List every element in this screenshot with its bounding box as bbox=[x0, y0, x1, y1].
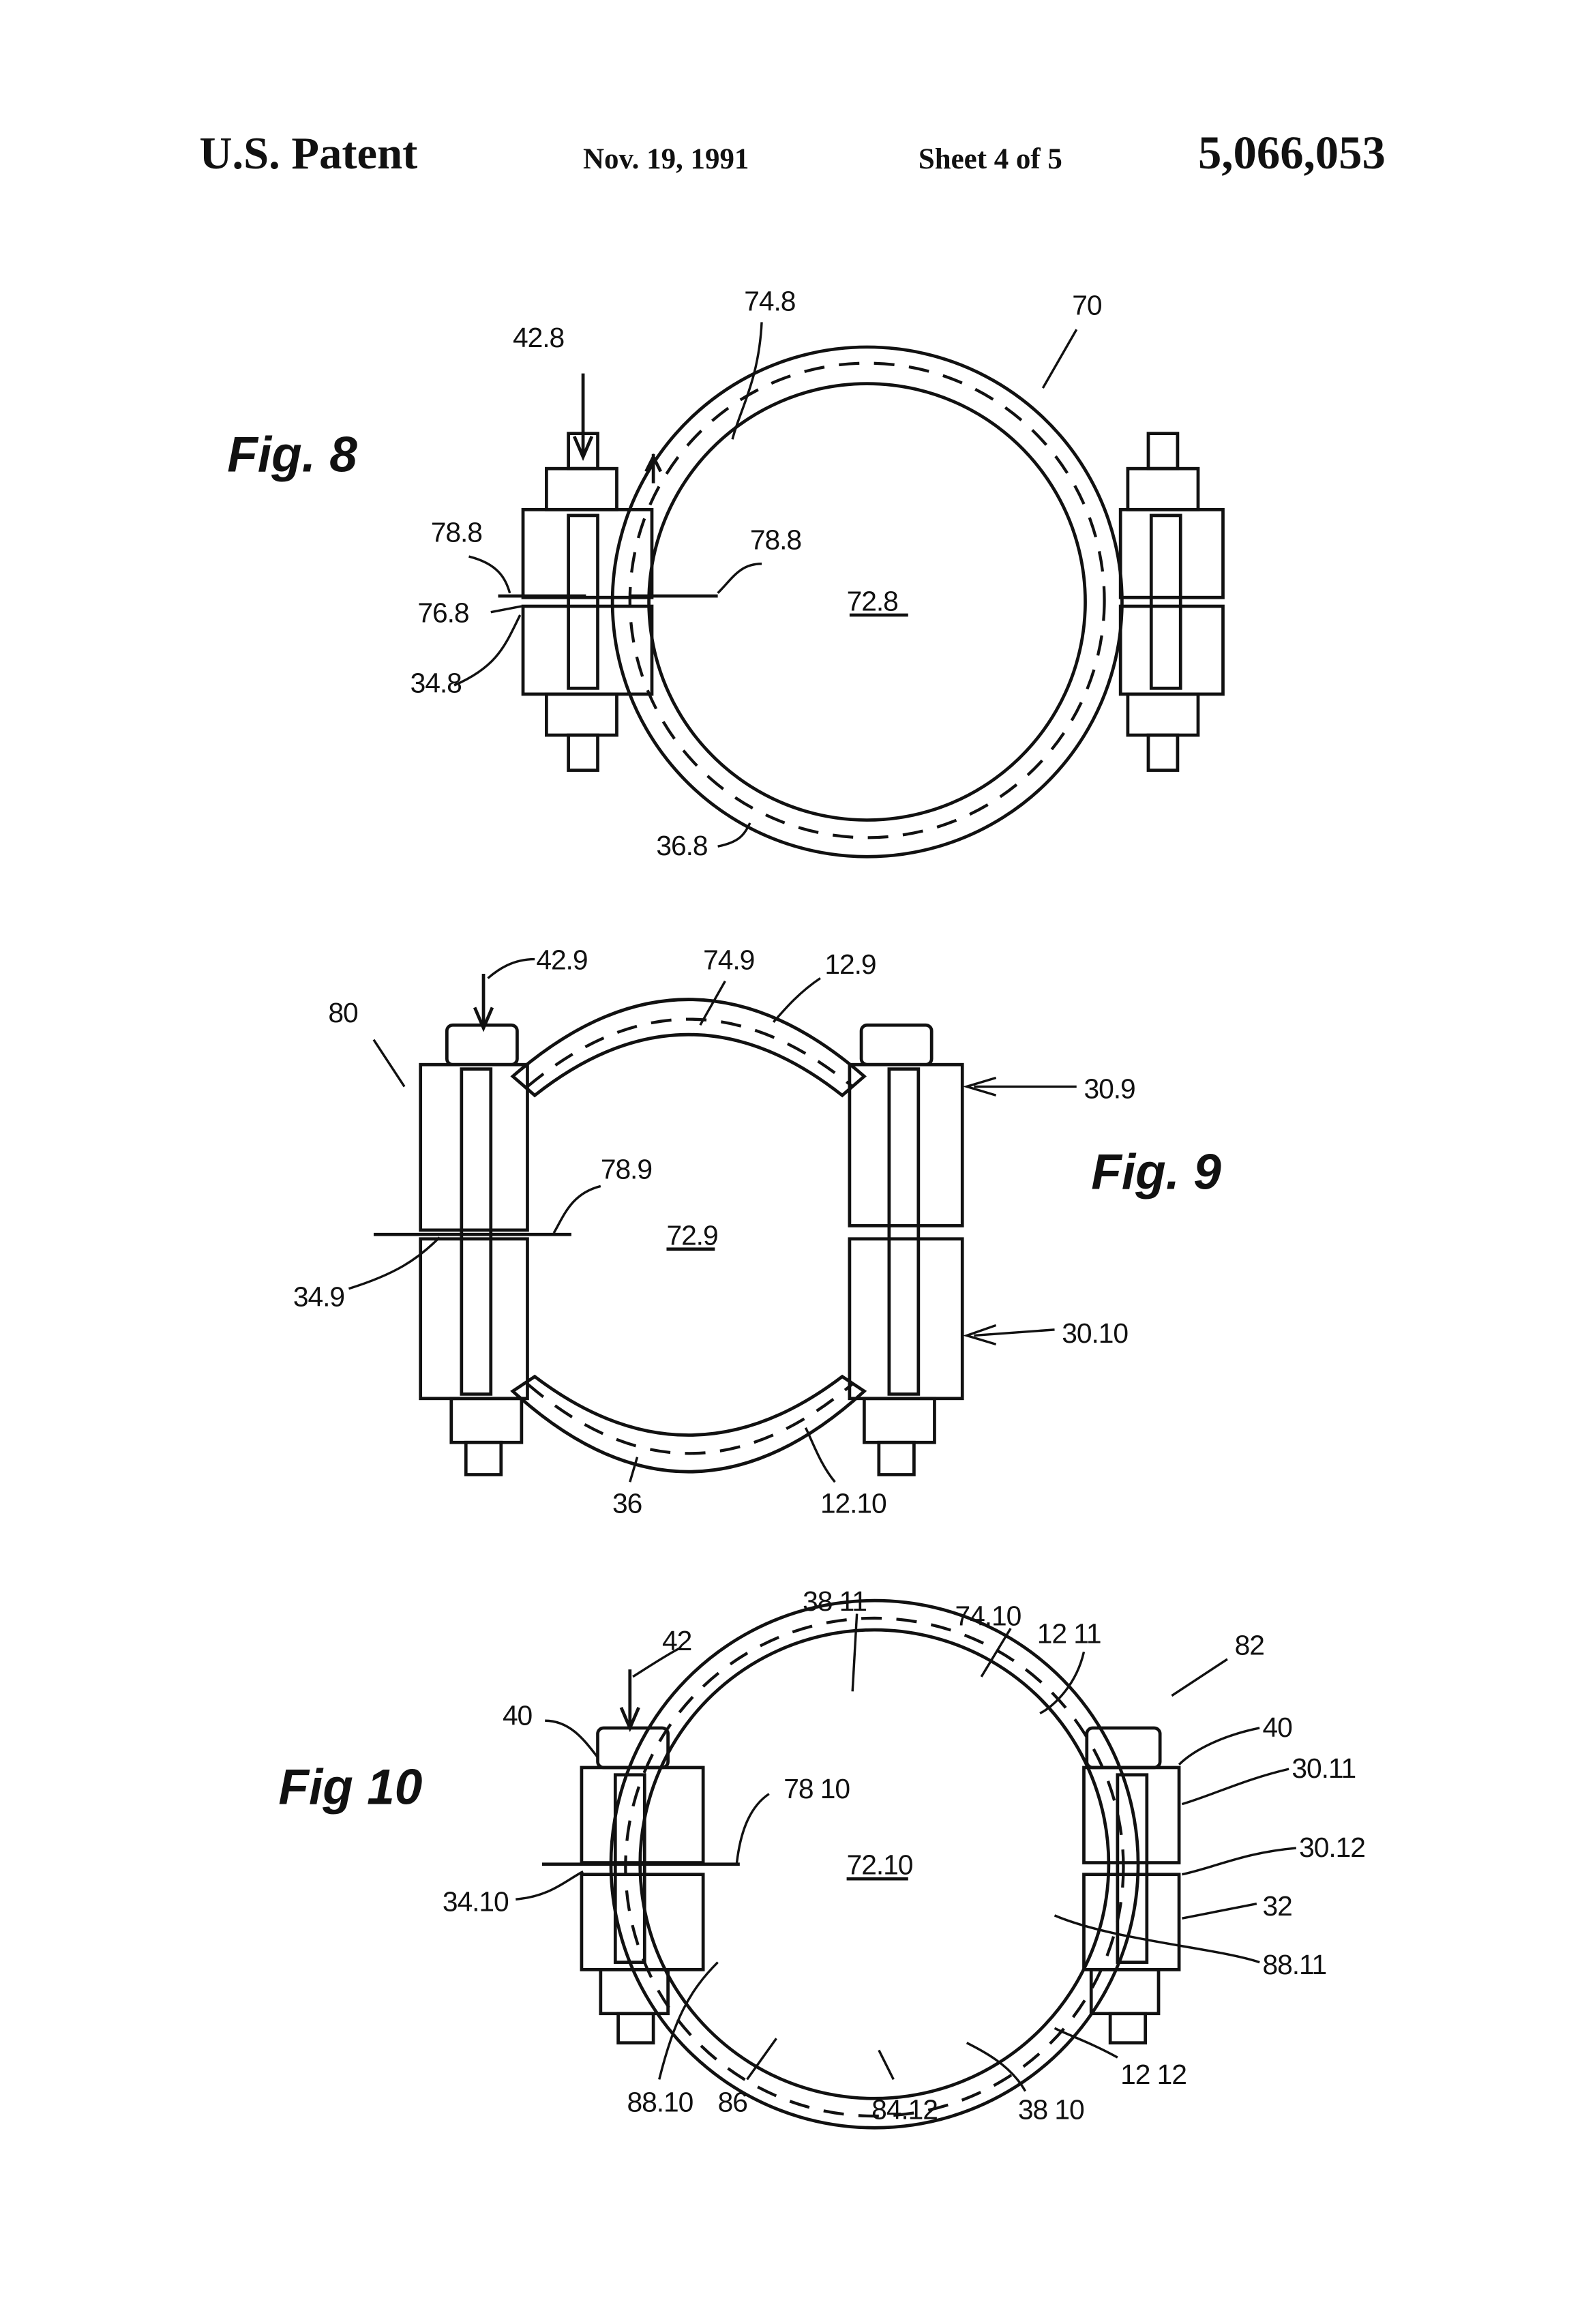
label-80: 80 bbox=[328, 997, 358, 1028]
label-72-10: 72.10 bbox=[847, 1849, 913, 1881]
fig9-left-nut bbox=[451, 1399, 522, 1442]
label-12-12: 12 12 bbox=[1120, 2059, 1186, 2090]
label-72-8: 72.8 bbox=[847, 585, 898, 616]
fig9-bottom-arc bbox=[513, 1377, 864, 1472]
fig9-right-block-top bbox=[850, 1064, 962, 1225]
label-74-10: 74.10 bbox=[955, 1600, 1021, 1632]
label-88-11: 88.11 bbox=[1262, 1949, 1326, 1980]
label-34-10: 34.10 bbox=[443, 1886, 509, 1917]
label-70: 70 bbox=[1072, 290, 1102, 321]
label-42-9: 42.9 bbox=[536, 944, 587, 976]
label-36: 36 bbox=[612, 1487, 642, 1519]
fig10-left-block-top bbox=[582, 1768, 703, 1863]
label-38-10: 38 10 bbox=[1018, 2094, 1084, 2125]
figure-8: Fig. 8 42.8 74.8 70 7 bbox=[227, 285, 1223, 861]
label-84-12: 84.12 bbox=[871, 2094, 938, 2125]
header-date: Nov. 19, 1991 bbox=[583, 143, 749, 175]
label-74-9: 74.9 bbox=[703, 944, 754, 976]
fig8-left-bolt bbox=[569, 516, 598, 688]
fig9-left-block-bottom bbox=[421, 1239, 528, 1399]
fig9-top-arc bbox=[513, 1000, 864, 1096]
label-42: 42 bbox=[662, 1625, 691, 1656]
fig8-right-flange-top bbox=[1120, 509, 1223, 597]
label-32: 32 bbox=[1262, 1890, 1292, 1922]
fig9-left-bolt-head bbox=[447, 1025, 517, 1064]
label-78-8-left: 78.8 bbox=[431, 517, 482, 548]
figure-8-title: Fig. 8 bbox=[227, 427, 357, 482]
label-36-8: 36.8 bbox=[656, 830, 707, 861]
label-30-10: 30.10 bbox=[1062, 1317, 1128, 1349]
fig8-left-top-nut bbox=[546, 468, 616, 509]
header-sheet: Sheet 4 of 5 bbox=[919, 143, 1062, 175]
label-30-12: 30.12 bbox=[1299, 1832, 1365, 1863]
label-72-9: 72.9 bbox=[666, 1219, 717, 1251]
label-34-9: 34.9 bbox=[293, 1281, 344, 1313]
fig9-right-block-bottom bbox=[850, 1239, 962, 1399]
label-76-8: 76.8 bbox=[417, 597, 468, 629]
header-patent-number: 5,066,053 bbox=[1198, 127, 1386, 179]
label-34-8: 34.8 bbox=[411, 668, 462, 699]
fig9-left-block-top bbox=[421, 1064, 528, 1230]
fig10-right-block-top bbox=[1084, 1768, 1179, 1863]
figure-9: Fig. 9 42.9 74.9 bbox=[293, 944, 1221, 1519]
fig8-left-flange-bottom bbox=[523, 606, 652, 694]
label-12-10: 12.10 bbox=[820, 1487, 886, 1519]
label-12-11: 12 11 bbox=[1037, 1618, 1101, 1649]
figure-10: Fig 10 bbox=[278, 1585, 1365, 2128]
label-88-10: 88.10 bbox=[627, 2087, 693, 2118]
label-86: 86 bbox=[718, 2087, 747, 2118]
label-78-8-right: 78.8 bbox=[750, 524, 801, 555]
figure-10-title: Fig 10 bbox=[278, 1760, 422, 1815]
label-38-11: 38 11 bbox=[803, 1585, 867, 1617]
label-78-10: 78 10 bbox=[783, 1773, 850, 1804]
label-78-9: 78.9 bbox=[601, 1154, 652, 1185]
fig8-right-flange-bottom bbox=[1120, 606, 1223, 694]
label-42-8: 42.8 bbox=[513, 322, 564, 353]
fig8-left-flange-top bbox=[523, 509, 652, 597]
label-40-right: 40 bbox=[1262, 1712, 1292, 1743]
label-12-9: 12.9 bbox=[824, 949, 876, 980]
fig8-left-bottom-nut bbox=[546, 694, 616, 735]
label-74-8: 74.8 bbox=[744, 285, 795, 316]
label-82: 82 bbox=[1235, 1630, 1264, 1661]
label-40-left: 40 bbox=[503, 1700, 533, 1731]
header-left: U.S. Patent bbox=[199, 129, 417, 179]
label-30-11: 30.11 bbox=[1292, 1753, 1356, 1784]
label-30-9: 30.9 bbox=[1084, 1073, 1135, 1105]
figure-9-title: Fig. 9 bbox=[1091, 1145, 1221, 1200]
